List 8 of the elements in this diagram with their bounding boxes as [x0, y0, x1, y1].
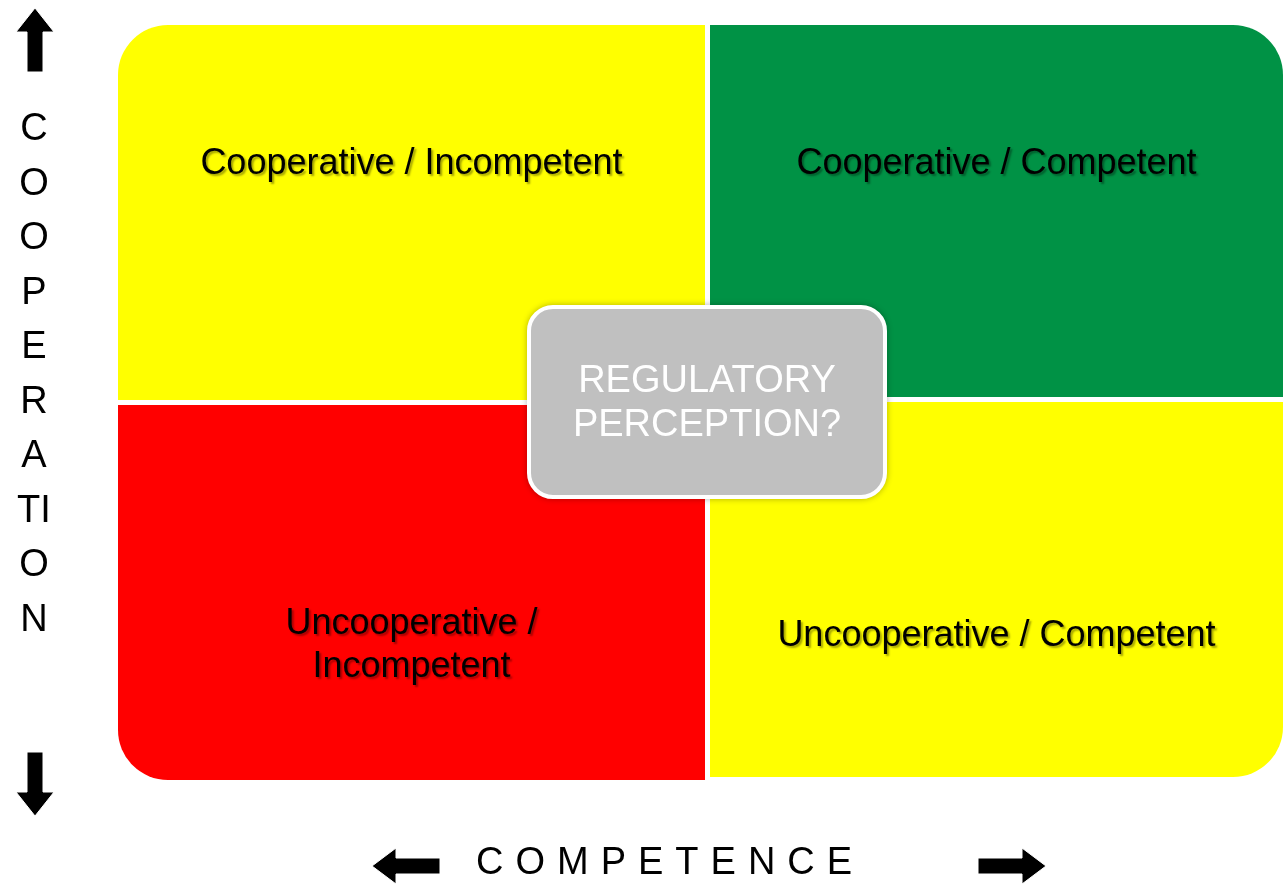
axis-label: COMPETENCE [476, 840, 865, 883]
quadrant-label: Cooperative / Incompetent [200, 140, 623, 184]
quadrant-label: Uncooperative / Competent [777, 612, 1216, 656]
center-box [527, 305, 887, 499]
center-label: REGULATORY PERCEPTION? [571, 358, 843, 446]
axis-label: COOPERATION [16, 105, 52, 641]
quadrant-label: Uncooperative / Incompetent [284, 600, 539, 687]
quadrant-label: Cooperative / Competent [796, 140, 1197, 184]
